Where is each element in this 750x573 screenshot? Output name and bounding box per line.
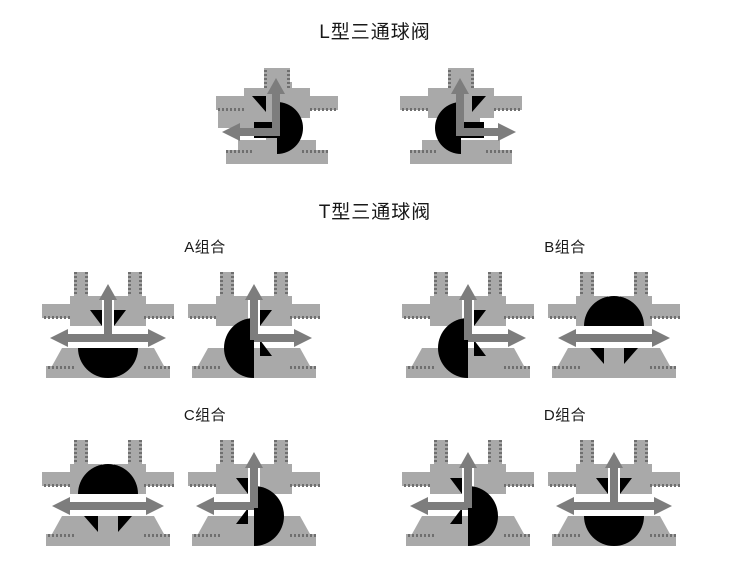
valve-ball [78,464,138,532]
valve-diagram-t-valve-c2 [186,436,322,552]
valve-diagram-t-valve-d2 [546,436,682,552]
thread-hatching [402,440,534,537]
thread-hatching [188,440,320,537]
valve-diagram-t-valve-b2 [546,268,682,384]
flow-arrow-up-right [245,284,312,347]
valve-diagram-t-valve-b1 [400,268,536,384]
group-label-b: B组合 [544,239,586,256]
thread-hatching [216,68,338,153]
page-title-l-valve: L型三通球阀 [319,22,431,43]
valve-diagram-t-valve-a2 [186,268,322,384]
valve-diagram-t-valve-c1 [40,436,176,552]
flow-arrow-up-right [451,78,516,141]
thread-hatching [188,272,320,369]
valve-diagram-t-valve-d1 [400,436,536,552]
flow-arrow-up-left-right [50,284,166,347]
group-label-c: C组合 [183,407,227,424]
valve-ball [584,478,644,546]
valve-ball [224,310,272,378]
flow-arrow-up-left [222,78,285,141]
flow-arrow-up-left-right [556,452,672,515]
group-label-d: D组合 [543,407,587,424]
group-label-a: A组合 [184,239,226,256]
flow-arrow-left-right [52,497,164,515]
thread-hatching [42,272,174,369]
thread-hatching [402,272,534,369]
valve-ball [78,310,138,378]
flow-arrow-up-left [196,452,263,515]
valve-diagram-t-valve-a1 [40,268,176,384]
valve-diagram-l-valve-2 [398,66,524,172]
valve-diagram-l-valve-1 [214,66,340,172]
thread-hatching [548,272,680,369]
flow-arrow-left-right [558,329,670,347]
thread-hatching [42,440,174,537]
page-title-t-valve: T型三通球阀 [318,202,432,223]
thread-hatching [400,68,522,153]
valve-ball [236,478,284,546]
thread-hatching [548,440,680,537]
valve-ball [438,310,486,378]
flow-arrow-up-right [459,284,526,347]
flow-arrow-up-left [410,452,477,515]
valve-ball [450,478,498,546]
valve-ball [584,296,644,364]
